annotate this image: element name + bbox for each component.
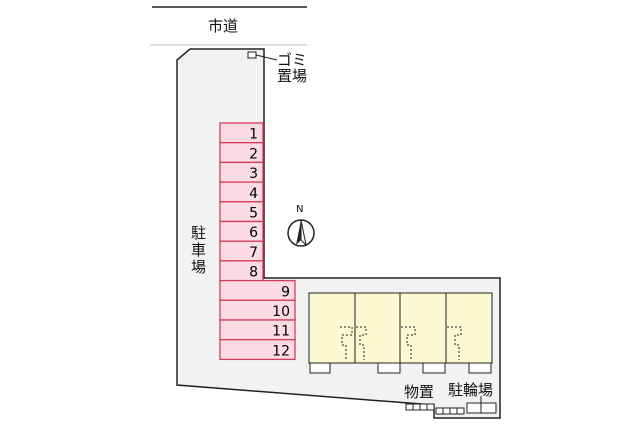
parking-space-number: 8 xyxy=(249,265,258,281)
parking-space-number: 5 xyxy=(249,206,258,222)
parking-space-8: 8 xyxy=(219,260,264,282)
parking-space-number: 6 xyxy=(249,225,258,241)
storage-label: 物置 xyxy=(404,383,435,401)
parking-space-number: 4 xyxy=(249,186,258,202)
storage-shed xyxy=(405,403,465,415)
parking-space-6: 6 xyxy=(219,220,264,242)
parking-space-number: 9 xyxy=(281,284,290,300)
compass-icon xyxy=(287,219,315,247)
parking-space-11: 11 xyxy=(219,319,296,341)
parking-space-4: 4 xyxy=(219,181,264,203)
parking-space-1: 1 xyxy=(219,122,264,144)
bicycle-parking xyxy=(466,396,497,414)
road-label: 市道 xyxy=(208,17,239,35)
parking-space-number: 2 xyxy=(249,146,258,162)
parking-space-12: 12 xyxy=(219,339,296,361)
north-label: N xyxy=(296,204,304,215)
parking-space-10: 10 xyxy=(219,299,296,321)
garbage-area xyxy=(247,51,257,59)
parking-space-number: 1 xyxy=(249,127,258,143)
bicycle-parking-label: 駐輪場 xyxy=(448,381,494,399)
parking-space-3: 3 xyxy=(219,161,264,183)
parking-space-5: 5 xyxy=(219,201,264,223)
parking-space-number: 3 xyxy=(249,166,258,182)
parking-space-number: 7 xyxy=(249,245,258,261)
parking-space-number: 12 xyxy=(272,343,290,359)
parking-space-2: 2 xyxy=(219,142,264,164)
parking-space-number: 11 xyxy=(272,324,290,340)
parking-label: 駐車場 xyxy=(189,225,207,276)
building xyxy=(308,292,493,374)
parking-space-number: 10 xyxy=(272,304,290,320)
parking-space-9: 9 xyxy=(219,279,296,301)
garbage-area-label: ゴミ置場 xyxy=(277,51,308,85)
garbage-leader-line xyxy=(255,54,278,61)
parking-space-7: 7 xyxy=(219,240,264,262)
